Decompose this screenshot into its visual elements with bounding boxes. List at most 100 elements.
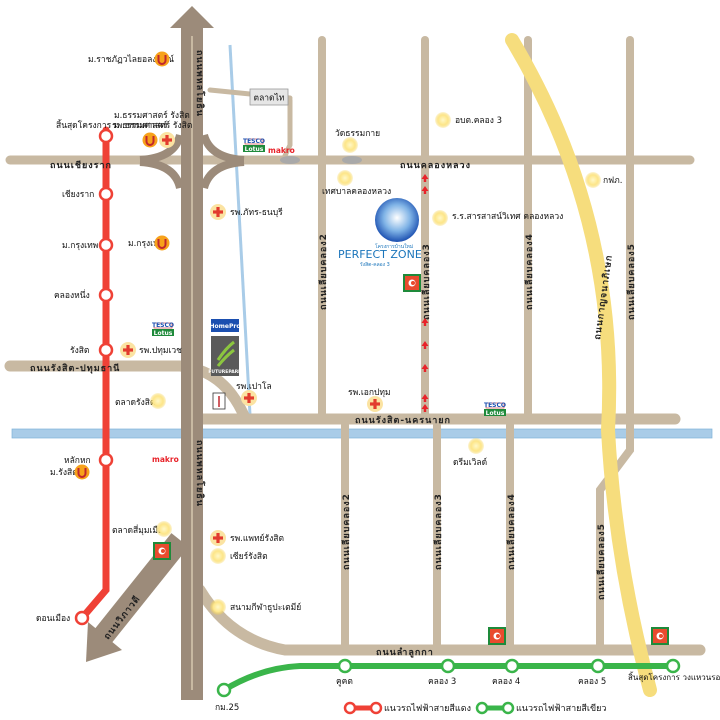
place-icon <box>468 438 484 454</box>
tesco-text: TESCO <box>152 322 174 329</box>
poi-phaet-rangsit: รพ.แพทย์รังสิต <box>230 533 284 544</box>
red-line <box>78 126 110 622</box>
poi-school: ร.ร.สารสาสน์วิเทศ คลองหลวง <box>452 211 563 222</box>
hospital-icon <box>210 204 226 220</box>
red-end-text: สิ้นสุดโครงการ ม.ธรรมศาสตร์ <box>56 119 168 131</box>
store-icon <box>488 627 506 645</box>
poi-abt-khlong3: อบต.คลอง 3 <box>455 116 502 126</box>
road-khlong2-bottom: ถนนเลียบคลอง2 <box>341 493 352 570</box>
university-icon <box>73 463 91 481</box>
project-sphere-icon <box>375 198 419 242</box>
legend-green: แนวรถไฟฟ้าสายสีเขียว <box>516 703 606 714</box>
lotus-text: Lotus <box>486 410 505 417</box>
brand-top: โครงการบ้านใหม่ <box>375 243 413 250</box>
poi-talad-thai: ตลาดไท <box>254 93 285 104</box>
university-icon <box>153 50 171 68</box>
road-phahon-bottom: ถนนพหลโยธิน <box>194 440 206 507</box>
road-khlong3-top: ถนนเลียบคลอง3 <box>421 243 432 320</box>
tesco-text: TESCO <box>484 402 506 409</box>
poi-wat-thammakai: วัดธรรมกาย <box>335 129 380 139</box>
place-icon <box>210 548 226 564</box>
legend: แนวรถไฟฟ้าสายสีแดง แนวรถไฟฟ้าสายสีเขียว <box>343 701 606 715</box>
green-station-end: สิ้นสุดโครงการ วงแหวนรอบนอกตะวันออก <box>628 671 720 682</box>
green-line <box>221 663 678 693</box>
poi-paolo: รพ.เปาโล <box>236 381 272 392</box>
road-khlong4-bottom: ถนนเลียบคลอง4 <box>506 493 517 570</box>
poi-thammasat-2: รพ.ธรรมศาสตร์ รังสิต <box>112 120 192 131</box>
red-station-lak-hok: หลักหก <box>64 456 91 466</box>
hospital-icon <box>241 390 257 406</box>
canal-rangsit <box>11 428 713 439</box>
project-logo: โครงการบ้านใหม่ PERFECT ZONE รังสิต-คลอง… <box>338 198 422 268</box>
red-station-rangsit: รังสิต <box>70 346 89 356</box>
university-icon <box>141 131 159 149</box>
poi-zeer: เซียร์รังสิต <box>230 551 268 562</box>
road-khlong-luang: ถนนคลองหลวง <box>400 161 471 171</box>
store-icon <box>651 627 669 645</box>
canal-thin <box>228 44 252 416</box>
green-station-km25: กม.25 <box>215 703 239 713</box>
road-khlong2-top: ถนนเลียบคลอง2 <box>318 233 329 310</box>
red-station-end: สิ้นสุดโครงการ ม.ธรรมศาสตร์ <box>56 119 168 131</box>
ring-road <box>505 33 657 697</box>
poi-phatara: รพ.ภัทร-ธนบุรี <box>230 207 283 218</box>
green-station-khukhot: คูคต <box>336 677 353 687</box>
red-stations: สิ้นสุดโครงการ ม.ธรรมศาสตร์ เชียงราก ม.ก… <box>36 119 168 626</box>
road-chiang-rak: ถนนเชียงราก <box>50 160 112 171</box>
poi-dreamworld: ดรีมเวิลด์ <box>453 457 487 468</box>
talad-thai-box <box>249 88 289 106</box>
futurepark-text: FUTUREPARK <box>208 369 242 375</box>
road-khlong5-bottom: ถนนเลียบคลอง5 <box>596 523 607 600</box>
lotus-text: Lotus <box>245 146 264 153</box>
green-stations: กม.25 คูคต คลอง 3 คลอง 4 คลอง 5 สิ้นสุดโ… <box>215 658 720 713</box>
university-icon <box>153 234 171 252</box>
red-station-bangkok-u: ม.กรุงเทพ <box>62 241 98 251</box>
poi-talad-si-mum: ตลาดสี่มุมเมือง <box>112 524 167 536</box>
poi-police: กฟภ. <box>603 176 622 186</box>
green-station-k5: คลอง 5 <box>578 677 606 687</box>
makro-text: makro <box>152 455 179 464</box>
poi-pathumwet: รพ.ปทุมเวช <box>139 346 182 356</box>
road-khlong3-bottom: ถนนเลียบคลอง3 <box>433 493 444 570</box>
hospital-icon <box>367 396 383 412</box>
pois: ม.ราชภัฏวไลยอลงกรณ์ ม.ธรรมศาสตร์ รังสิต … <box>50 50 669 645</box>
hospital-icon <box>159 132 175 148</box>
poi-talad-rangsit: ตลาดรังสิต <box>115 398 155 408</box>
place-icon <box>337 170 353 186</box>
red-station-don-mueang: ดอนเมือง <box>36 613 70 624</box>
poi-rangsit-u: ม.รังสิต <box>50 468 78 478</box>
place-icon <box>435 112 451 128</box>
bridge-2 <box>342 156 362 164</box>
road-rangsit-nakhon-nayok: ถนนรังสิต-นครนายก <box>355 415 451 426</box>
green-station-k4: คลอง 4 <box>492 677 520 687</box>
road-khlong5-top: ถนนเลียบคลอง5 <box>626 243 637 320</box>
place-icon <box>432 210 448 226</box>
brand-name: PERFECT ZONE <box>338 248 422 261</box>
poi-stadium: สนามกีฬาธูปะเตมีย์ <box>230 602 301 613</box>
tesco-text: TESCO <box>243 138 265 145</box>
place-icon <box>210 599 226 615</box>
homepro-text: HomePro <box>210 323 241 330</box>
poi-bangkok-u: ม.กรุงเทพ <box>128 239 164 249</box>
road-phahon-top: ถนนพหลโยธิน <box>194 50 206 117</box>
brand-logos: TESCO Lotus makro TESCO Lotus HomePro FU… <box>152 138 506 464</box>
road-rangsit-pathum: ถนนรังสิต-ปทุมธานี <box>30 363 120 374</box>
store-icon <box>153 542 171 560</box>
place-icon <box>585 172 601 188</box>
poi-thammasat-1: ม.ธรรมศาสตร์ รังสิต <box>114 110 190 121</box>
poi-thesaban: เทศบาลคลองหลวง <box>322 187 391 197</box>
place-icon <box>342 137 358 153</box>
red-station-khlong-nueng: คลองหนึ่ง <box>54 289 90 301</box>
brand-sub: รังสิต-คลอง 3 <box>360 261 390 268</box>
makro-text: makro <box>268 146 295 155</box>
place-icon <box>156 521 172 537</box>
road-lam-luk-ka: ถนนลำลูกกา <box>376 647 434 658</box>
bridge-1 <box>280 156 300 164</box>
poi-rajabhat: ม.ราชภัฏวไลยอลงกรณ์ <box>88 54 174 65</box>
phahon-highway <box>139 6 245 700</box>
place-icon <box>150 393 166 409</box>
legend-red: แนวรถไฟฟ้าสายสีแดง <box>384 703 471 714</box>
lotus-text: Lotus <box>154 330 173 337</box>
hospital-icon <box>210 530 226 546</box>
